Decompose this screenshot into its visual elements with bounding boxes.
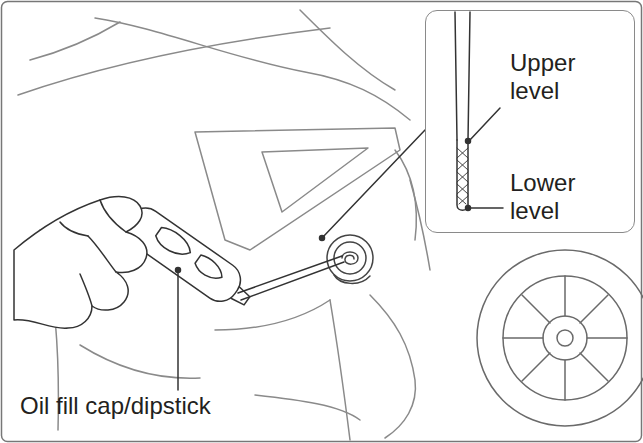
leader-line xyxy=(320,130,426,241)
dipstick-shaft xyxy=(238,256,344,300)
inset-ground xyxy=(425,10,635,232)
dipstick-detail xyxy=(455,12,503,211)
hand xyxy=(14,197,147,329)
part-label: Oil fill cap/dipstick xyxy=(20,392,340,420)
level-label: Upper level xyxy=(510,49,606,105)
leader-line xyxy=(176,268,181,391)
inset-box: Upper levelLower level xyxy=(425,10,635,233)
level-label: Lower level xyxy=(510,169,606,225)
fan-pulley xyxy=(477,250,643,426)
